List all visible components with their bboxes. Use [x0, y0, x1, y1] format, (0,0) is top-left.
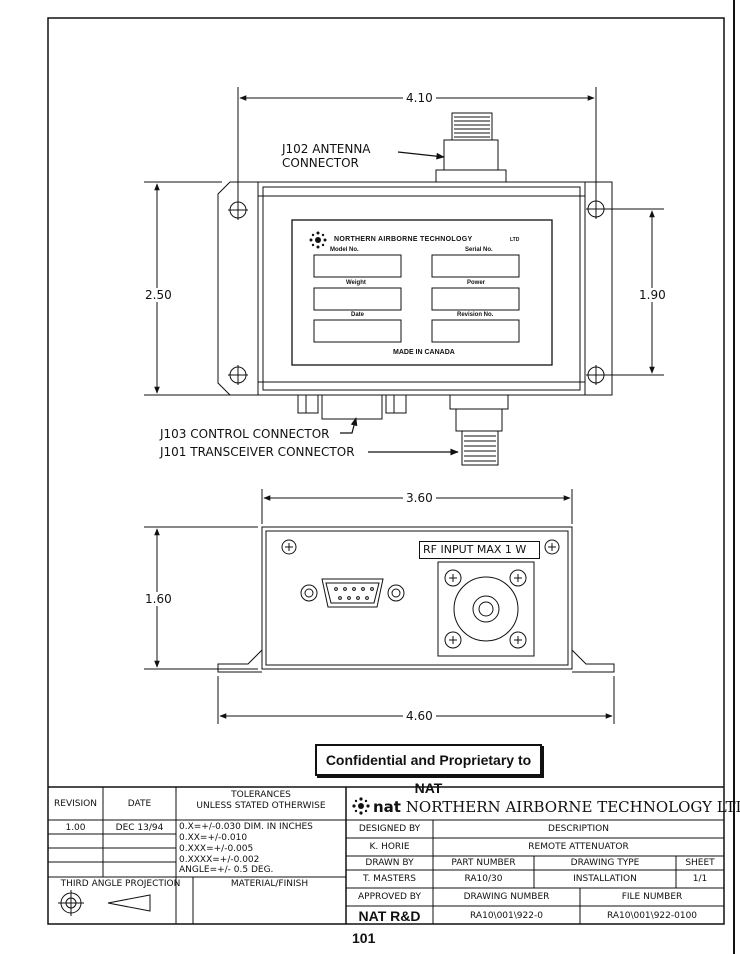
nameplate-weight: Weight — [346, 280, 366, 286]
dim-front-height: 1.60 — [142, 592, 175, 606]
rf-input-label: RF INPUT MAX 1 W — [419, 541, 540, 559]
approved-by-label: APPROVED BY — [357, 892, 421, 902]
revision-header: REVISION — [54, 799, 97, 809]
nameplate-made-in: MADE IN CANADA — [393, 349, 455, 356]
tolerances-header: TOLERANCES — [231, 790, 291, 800]
sheet-border — [47, 17, 725, 925]
j103-connector — [297, 394, 407, 420]
dim-top-width: 4.10 — [403, 91, 436, 105]
drawn-by-value: T. MASTERS — [363, 874, 416, 884]
front-view — [144, 489, 615, 724]
designed-by-value: K. HORIE — [369, 842, 410, 852]
n-type-connector — [437, 561, 535, 657]
mounting-flange — [217, 181, 613, 396]
drawing-type-label: DRAWING TYPE — [570, 858, 640, 868]
sheet-label: SHEET — [685, 858, 715, 868]
j102-connector — [435, 112, 507, 183]
sheet-value: 1/1 — [692, 874, 708, 884]
confidential-banner: Confidential and Proprietary to NAT — [315, 744, 542, 796]
part-number-label: PART NUMBER — [451, 858, 516, 868]
approved-by-value: NAT R&D — [358, 908, 421, 924]
date-header: DATE — [127, 799, 152, 809]
tolerances-subheader: UNLESS STATED OTHERWISE — [196, 801, 326, 811]
brand-name: NORTHERN AIRBORNE TECHNOLOGY LTD. — [405, 798, 740, 816]
left-foot — [217, 649, 263, 673]
designed-by-label: DESIGNED BY — [358, 824, 421, 834]
db9-connector — [300, 578, 405, 608]
dim-top-height: 2.50 — [142, 288, 175, 302]
j102-label-line1: J102 ANTENNA — [282, 142, 371, 156]
j103-leader — [340, 417, 358, 434]
j102-label-line2: CONNECTOR — [282, 156, 359, 170]
nameplate-company: NORTHERN AIRBORNE TECHNOLOGY — [334, 236, 473, 243]
nameplate-ltd: LTD — [510, 237, 520, 243]
j101-label: J101 TRANSCEIVER CONNECTOR — [160, 445, 355, 459]
date-value: DEC 13/94 — [115, 823, 164, 833]
nat-star-icon — [309, 231, 327, 249]
description-label: DESCRIPTION — [548, 824, 609, 834]
right-foot — [571, 649, 615, 673]
projection-label: THIRD ANGLE PROJECTION — [60, 879, 181, 889]
mounting-hole — [228, 365, 248, 385]
file-number-label: FILE NUMBER — [621, 892, 683, 902]
tolerance-line: 0.XXXX=+/-0.002 — [179, 855, 260, 865]
screw-top-right — [544, 539, 560, 555]
nameplate — [291, 219, 553, 366]
part-number-value: RA10/30 — [464, 874, 503, 884]
brand-star-icon — [352, 797, 370, 815]
nameplate-revision-no: Revision No. — [457, 312, 494, 318]
dim-hole-spacing: 1.90 — [636, 288, 669, 302]
revision-value: 1.00 — [65, 823, 86, 833]
dim-front-width: 3.60 — [403, 491, 436, 505]
drawing-number-value: RA10\001\922-0 — [470, 911, 543, 921]
tolerance-line: 0.XX=+/-0.010 — [179, 833, 248, 843]
front-body — [261, 526, 573, 670]
j103-label: J103 CONTROL CONNECTOR — [160, 427, 330, 441]
drawn-by-label: DRAWN BY — [365, 858, 414, 868]
nameplate-date: Date — [351, 312, 365, 318]
file-number-value: RA10\001\922-0100 — [606, 911, 698, 921]
nameplate-serial-no: Serial No. — [465, 247, 493, 253]
tolerance-line: 0.XXX=+/-0.005 — [179, 844, 254, 854]
tolerance-line: 0.X=+/-0.030 DIM. IN INCHES — [179, 822, 313, 832]
enclosure-body — [257, 181, 586, 396]
drawing-type-value: INSTALLATION — [573, 874, 637, 884]
j102-leader — [397, 151, 445, 160]
screw-top-left — [281, 539, 297, 555]
top-view — [144, 87, 664, 466]
description-value: REMOTE ATTENUATOR — [528, 842, 629, 852]
tolerance-line: ANGLE=+/- 0.5 DEG. — [179, 865, 274, 875]
dim-front-overall: 4.60 — [403, 709, 436, 723]
brand-logo-text: nat — [373, 798, 401, 816]
nameplate-model-no: Model No. — [330, 247, 359, 253]
projection-symbol — [58, 890, 151, 916]
title-block — [48, 786, 724, 924]
brand-title: nat NORTHERN AIRBORNE TECHNOLOGY LTD. — [351, 798, 740, 816]
nameplate-power: Power — [467, 280, 486, 286]
drawing-number-label: DRAWING NUMBER — [463, 892, 550, 902]
page-number: 101 — [352, 930, 376, 946]
material-label: MATERIAL/FINISH — [230, 879, 309, 889]
j101-connector — [449, 394, 509, 466]
